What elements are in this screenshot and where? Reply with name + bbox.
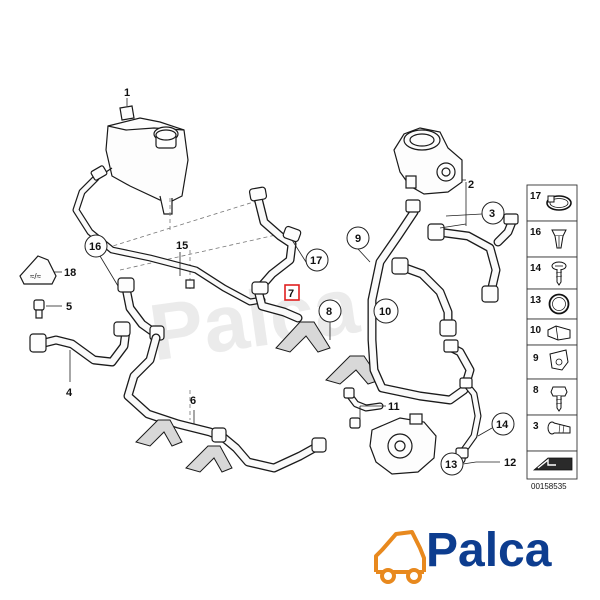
legend-number-8: 8 xyxy=(533,385,539,396)
callout-14: 14 xyxy=(496,419,509,431)
callout-17: 17 xyxy=(310,255,322,267)
brand-logo: Palca xyxy=(426,524,552,577)
callout-4: 4 xyxy=(66,387,73,399)
bracket-hose-6 xyxy=(135,419,233,473)
legend-number-14: 14 xyxy=(530,263,542,274)
callout-18: 18 xyxy=(64,267,76,279)
callout-circle-17 xyxy=(305,248,329,272)
callout-10: 10 xyxy=(379,306,391,318)
legend-number-9: 9 xyxy=(533,353,539,364)
warning-label-18: ≈/≈ xyxy=(19,255,57,285)
callout-15: 15 xyxy=(176,240,188,252)
callout-5: 5 xyxy=(66,301,72,313)
bolt-icon xyxy=(547,421,571,435)
legend-number-3: 3 xyxy=(533,421,539,432)
callout-7: 7 xyxy=(288,288,294,300)
callout-3: 3 xyxy=(489,208,495,220)
expansion-tank xyxy=(95,98,189,215)
callout-16: 16 xyxy=(89,241,101,253)
hose-15 xyxy=(72,165,266,306)
bracket-8 xyxy=(275,321,381,385)
callout-circle-16 xyxy=(84,234,108,258)
legend-number-13: 13 xyxy=(530,295,542,306)
thermostat-housing xyxy=(393,127,466,195)
hose-7 xyxy=(248,186,303,323)
callout-13: 13 xyxy=(445,459,457,471)
callout-2: 2 xyxy=(468,179,474,191)
callout-circle-14 xyxy=(491,412,515,436)
legend-number-16: 16 xyxy=(530,227,542,238)
clip-icon xyxy=(547,325,571,341)
legend-panel: 17 16 14 13 10 9 8 3 xyxy=(526,184,578,480)
callout-7-highlight xyxy=(284,284,300,301)
callout-6: 6 xyxy=(190,395,196,407)
callout-8: 8 xyxy=(326,306,332,318)
hose-clip-icon xyxy=(549,349,569,371)
callout-circle-10 xyxy=(373,298,399,324)
hose-4 xyxy=(29,321,131,367)
clip-5 xyxy=(33,299,45,319)
direction-arrow-icon xyxy=(532,457,573,471)
diagram-id: 00158535 xyxy=(531,482,567,491)
hose-3 xyxy=(391,257,457,337)
legend-number-17: 17 xyxy=(530,191,542,202)
callout-9: 9 xyxy=(355,233,361,245)
legend-number-10: 10 xyxy=(530,325,542,336)
hose-12 xyxy=(455,377,482,464)
svg-text:≈/≈: ≈/≈ xyxy=(30,272,42,281)
hex-screw-icon xyxy=(550,386,568,412)
callout-11: 11 xyxy=(388,401,400,413)
callout-circle-3 xyxy=(481,201,505,225)
palca-logo-icon xyxy=(374,530,426,584)
hose-clamp-icon xyxy=(546,195,572,211)
callouts: 1 2 3 4 5 6 7 8 9 10 11 xyxy=(46,87,516,476)
callout-1: 1 xyxy=(124,87,130,99)
expanding-rivet-icon xyxy=(551,229,567,249)
screw-icon xyxy=(551,261,567,286)
callout-12: 12 xyxy=(504,457,516,469)
hose-6 xyxy=(123,333,327,473)
o-ring-icon xyxy=(548,293,570,315)
hose-10 xyxy=(367,199,475,405)
